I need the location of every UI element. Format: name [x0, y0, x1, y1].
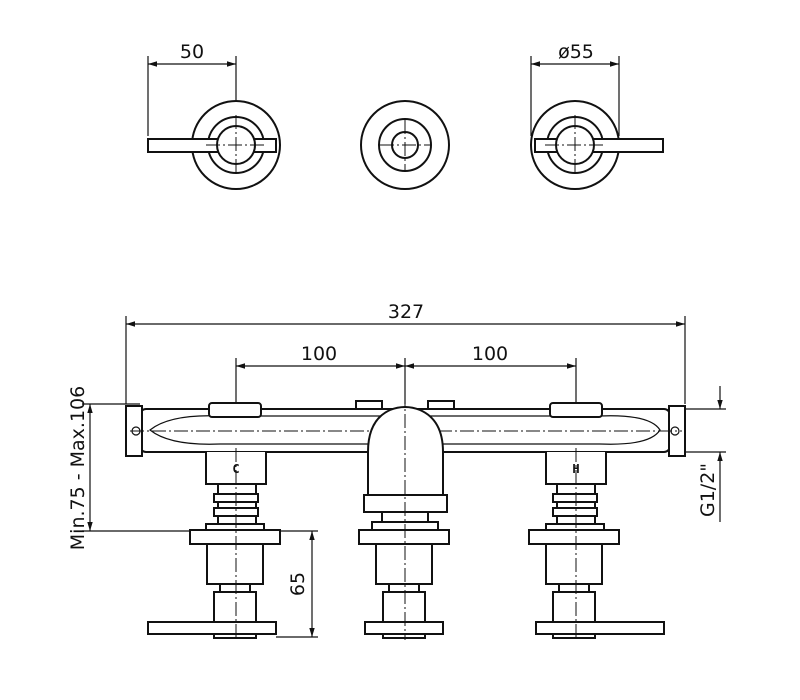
dim-adjust-range-label: Min.75 - Max.106: [67, 386, 89, 550]
dim-overall-length-label: 327: [388, 301, 424, 323]
right-valve-top: [530, 100, 664, 190]
cold-marking: C: [232, 462, 239, 476]
dim-rosette-diameter-label: ø55: [558, 41, 594, 63]
front-view: 327 100 100: [67, 301, 726, 640]
right-valve-front: H: [528, 448, 665, 640]
left-valve-front: C: [147, 448, 281, 640]
dim-rosette-diameter: ø55: [530, 41, 620, 136]
top-view: 50 ø55: [147, 41, 664, 190]
middle-spout-top: [360, 100, 450, 190]
dim-spacing-right-label: 100: [472, 343, 508, 365]
hot-marking: H: [572, 462, 579, 476]
dim-handle-span-label: 50: [180, 41, 204, 63]
dim-adjust-range: Min.75 - Max.106: [67, 386, 190, 550]
middle-spout-front: [358, 370, 450, 640]
dim-thread: G1/2": [686, 386, 726, 522]
dim-spacing-left-label: 100: [301, 343, 337, 365]
dim-overall-length: 327: [125, 301, 686, 404]
left-valve-top: [147, 100, 281, 190]
dim-thread-label: G1/2": [697, 463, 719, 517]
dim-spindle-length: 65: [276, 530, 318, 638]
dim-spindle-length-label: 65: [287, 572, 309, 596]
dim-spacing: 100 100: [235, 343, 577, 404]
dim-handle-span: 50: [147, 41, 237, 136]
